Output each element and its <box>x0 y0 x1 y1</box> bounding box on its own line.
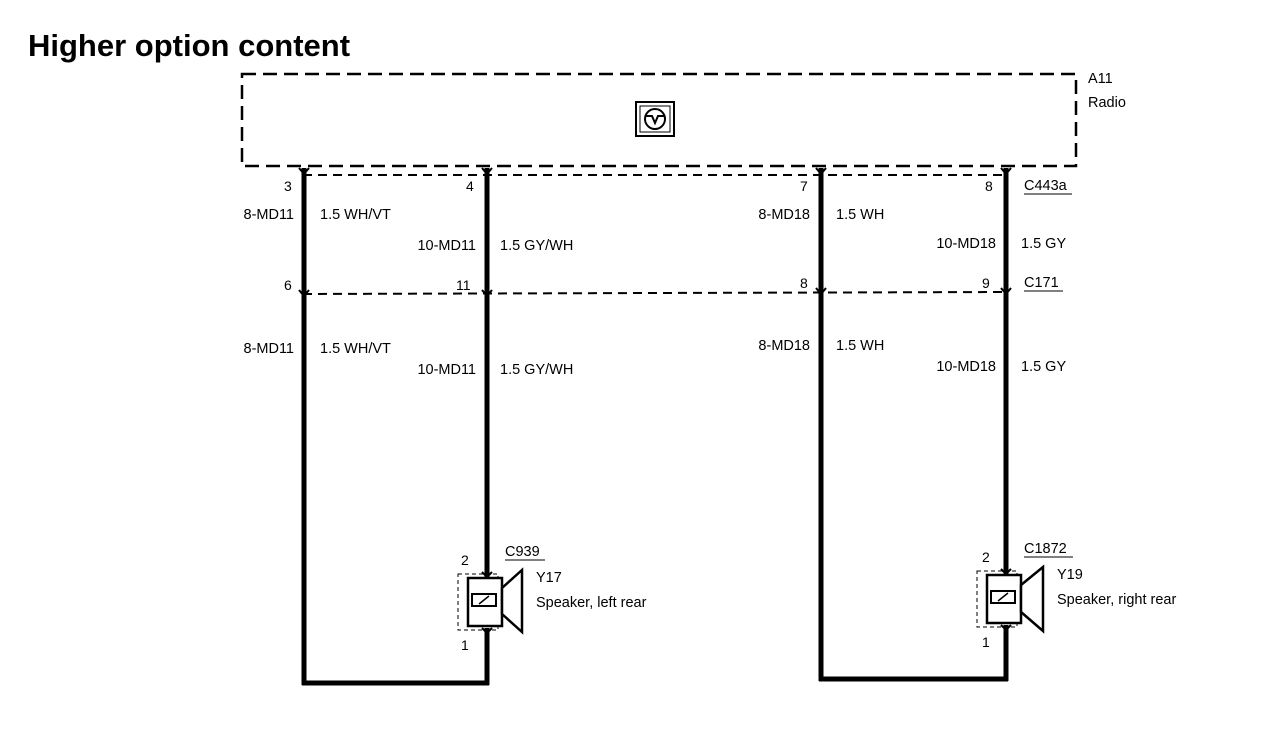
speaker-left-name: Speaker, left rear <box>536 595 647 611</box>
speaker-icon <box>457 567 524 635</box>
top-connector-chevrons <box>298 167 1012 176</box>
wire-w2-spec-lower: 1.5 GY/WH <box>500 362 573 378</box>
wire-paths <box>301 168 1009 686</box>
pin-w3-top: 7 <box>800 178 808 194</box>
pin-w2-mid: 11 <box>456 277 471 293</box>
wire-w3-circuit-upper: 8-MD18 <box>758 207 810 223</box>
speaker-right-pin-top: 2 <box>982 549 990 565</box>
wire-w4-circuit-lower: 10-MD18 <box>936 359 996 375</box>
pin-w3-mid: 8 <box>800 275 808 291</box>
wire-w2-circuit-upper: 10-MD11 <box>417 238 476 254</box>
speaker-left-connector: C939 <box>505 544 540 560</box>
pin-w4-mid: 9 <box>982 275 990 291</box>
speaker-left-rear: C939 2 1 Y17 Speaker, left rear <box>457 544 647 653</box>
wire-w3-spec-lower: 1.5 WH <box>836 338 884 354</box>
speaker-icon <box>976 564 1045 634</box>
connector-c171-label: C171 <box>1024 275 1059 291</box>
speaker-right-connector: C1872 <box>1024 541 1067 557</box>
radio-box <box>240 72 1078 168</box>
radio-symbol-icon <box>635 101 675 137</box>
radio-module: A11 Radio <box>240 71 1126 168</box>
pin-w1-mid: 6 <box>284 277 292 293</box>
mid-connector-chevrons <box>298 287 1012 298</box>
radio-name-label: Radio <box>1088 95 1126 111</box>
wire-w4-spec-lower: 1.5 GY <box>1021 359 1066 375</box>
wire-w2-circuit-lower: 10-MD11 <box>417 362 476 378</box>
wire-w1-spec-lower: 1.5 WH/VT <box>320 341 391 357</box>
pin-w2-top: 4 <box>466 178 474 194</box>
connector-c443a-label: C443a <box>1024 178 1068 194</box>
speaker-right-pin-bottom: 1 <box>982 634 990 650</box>
speaker-right-name: Speaker, right rear <box>1057 592 1176 608</box>
wire-w2-spec-upper: 1.5 GY/WH <box>500 238 573 254</box>
speaker-left-id: Y17 <box>536 570 562 586</box>
pin-w1-top: 3 <box>284 178 292 194</box>
connector-c171-line <box>302 291 1007 295</box>
wire-w4-circuit-upper: 10-MD18 <box>936 236 996 252</box>
speaker-right-rear: C1872 2 1 Y19 Speaker, right rear <box>976 541 1176 650</box>
pin-w4-top: 8 <box>985 178 993 194</box>
radio-id-label: A11 <box>1088 71 1113 87</box>
wire-w1-spec-upper: 1.5 WH/VT <box>320 207 391 223</box>
wire-w3-circuit-lower: 8-MD18 <box>758 338 810 354</box>
wire-w1-circuit-upper: 8-MD11 <box>244 207 295 223</box>
wire-w1-circuit-lower: 8-MD11 <box>244 341 295 357</box>
speaker-left-pin-top: 2 <box>461 552 469 568</box>
speaker-left-pin-bottom: 1 <box>461 637 469 653</box>
speaker-right-id: Y19 <box>1057 567 1083 583</box>
page-title: Higher option content <box>28 28 350 63</box>
wire-w4-spec-upper: 1.5 GY <box>1021 236 1066 252</box>
wire-w3-spec-upper: 1.5 WH <box>836 207 884 223</box>
